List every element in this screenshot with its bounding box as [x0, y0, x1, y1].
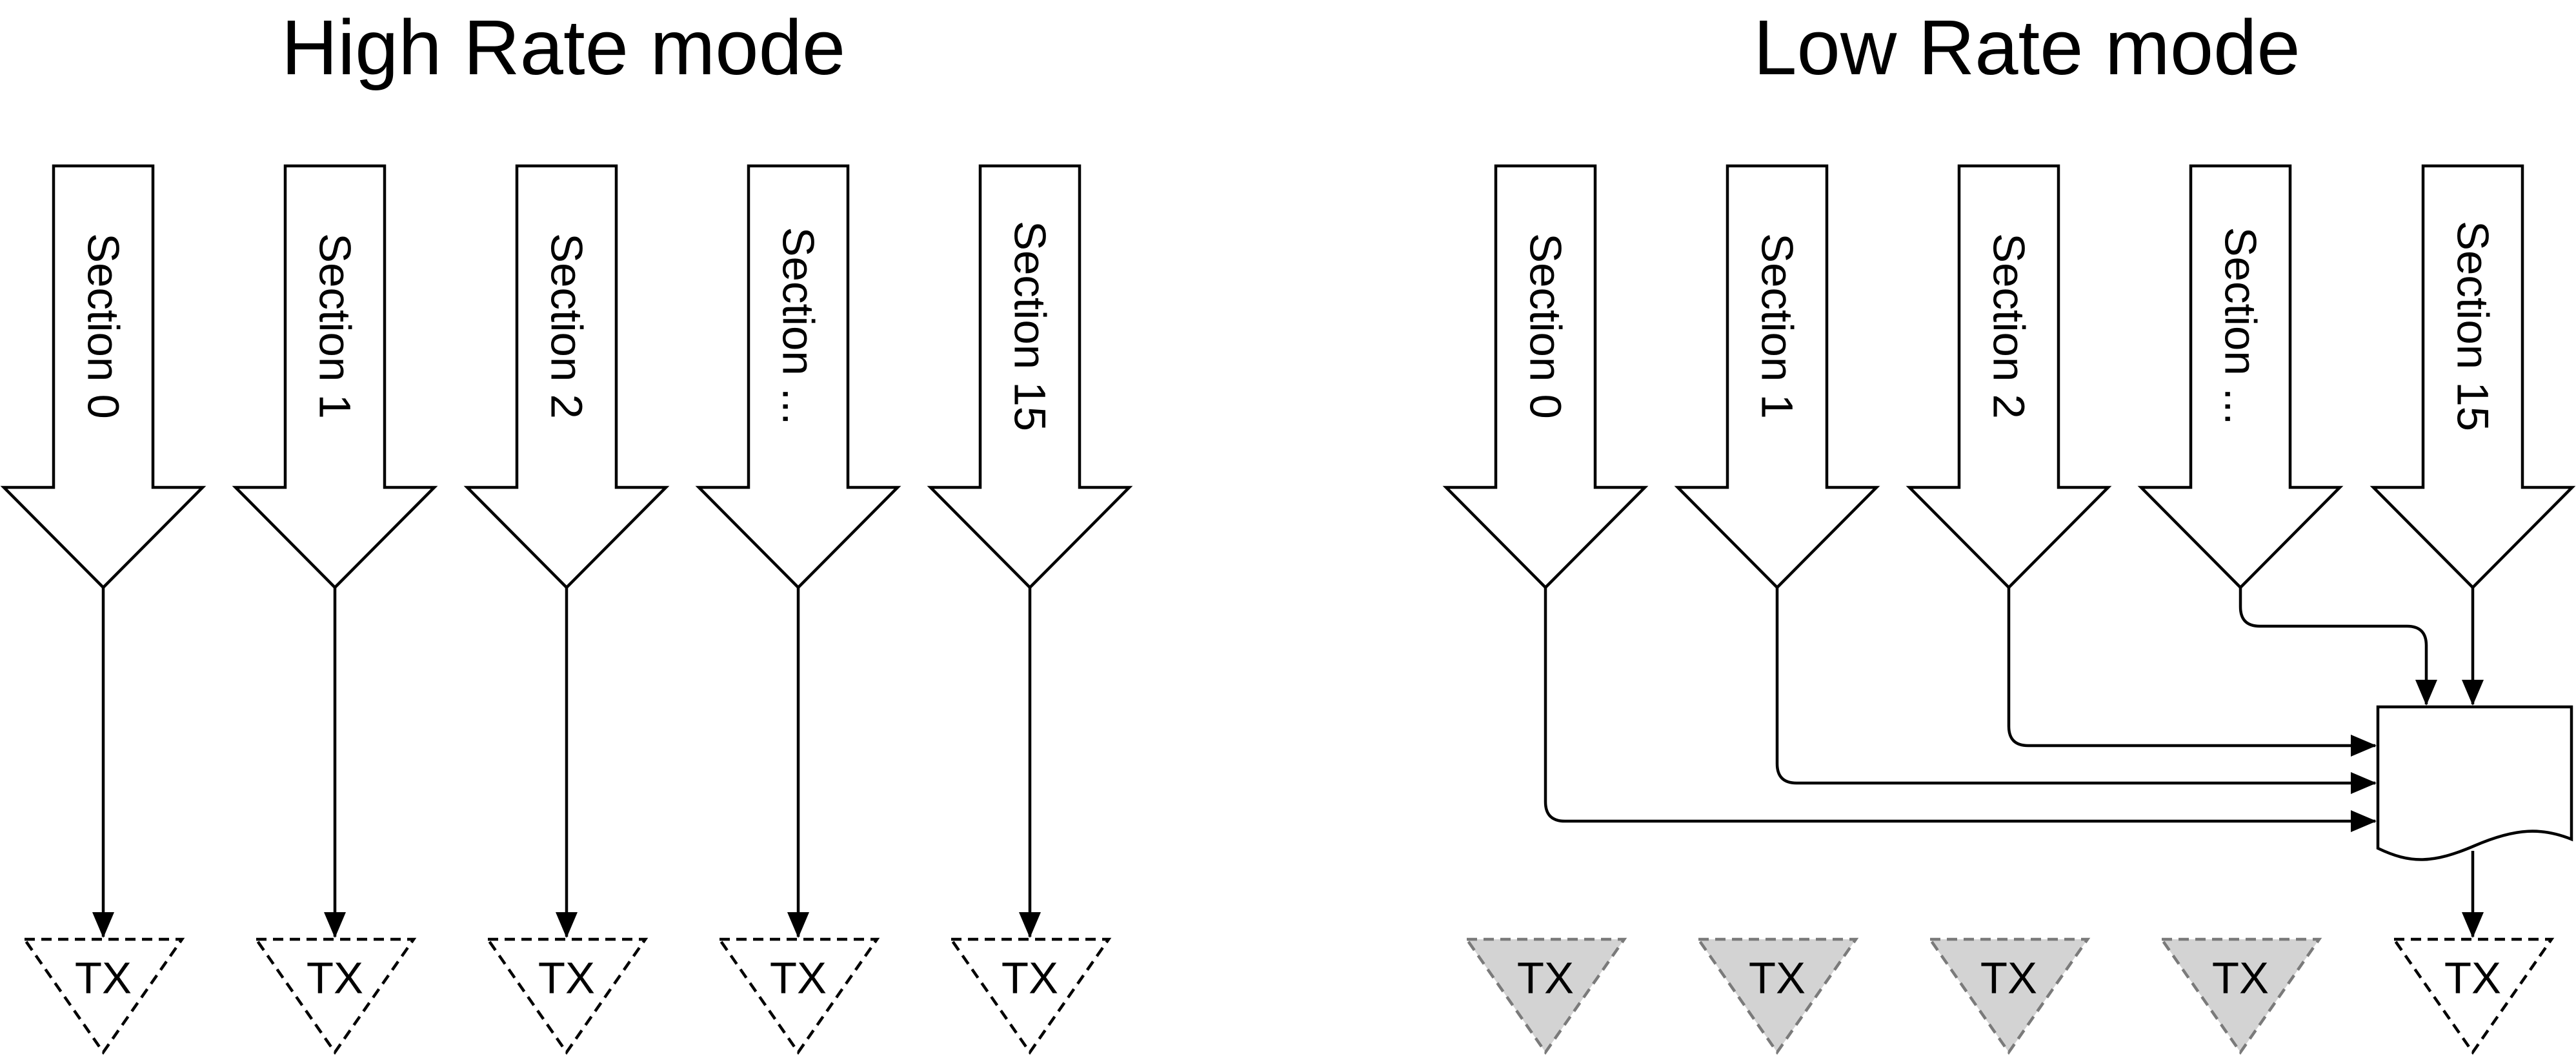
- tx-triangle: [485, 937, 649, 1055]
- connector-arrowhead: [1019, 912, 1041, 938]
- tx-node: TX: [1927, 937, 2091, 1055]
- connector-arrowhead: [324, 912, 346, 938]
- tx-node: TX: [2158, 937, 2322, 1055]
- section-label: Section 0: [1521, 233, 1571, 419]
- section-arrow: Section 1: [1674, 164, 1880, 590]
- tx-label: TX: [1001, 953, 1058, 1003]
- section-label: Section 1: [1753, 233, 1802, 419]
- tx-node: TX: [1464, 937, 1627, 1055]
- tx-triangle: [2158, 937, 2322, 1055]
- connector-line: [2007, 587, 2375, 748]
- tx-label: TX: [75, 953, 132, 1003]
- block-arrow-shape: [463, 164, 670, 590]
- block-arrow-shape: [232, 164, 438, 590]
- panel-1: Section 0 TX Section 1 TX Section 2 TX Section…: [1442, 164, 2576, 1055]
- tx-label: TX: [770, 953, 827, 1003]
- section-arrow: Section ...: [2137, 164, 2344, 590]
- connector-line: [2239, 587, 2428, 704]
- section-label: Section 15: [2448, 221, 2498, 431]
- section-label: Section 2: [1984, 233, 2034, 419]
- document-shape: [2376, 705, 2573, 861]
- tx-node: TX: [948, 937, 1112, 1055]
- section-arrow: Section 2: [1906, 164, 2112, 590]
- tx-node: TX: [21, 937, 185, 1055]
- tx-label: TX: [1517, 953, 1574, 1003]
- section-label: Section ...: [774, 227, 823, 425]
- connector-arrowhead: [2351, 772, 2377, 794]
- block-arrow-shape: [1674, 164, 1880, 590]
- connector-line: [1775, 587, 2375, 785]
- section-label: Section 1: [310, 233, 360, 419]
- connector-arrowhead: [2462, 912, 2484, 938]
- tx-triangle: [253, 937, 417, 1055]
- panel-0: Section 0 TX Section 1 TX Section 2 TX Section…: [0, 164, 1133, 1055]
- tx-node: TX: [253, 937, 417, 1055]
- section-arrow: Section 2: [463, 164, 670, 590]
- section-arrow: Section 0: [0, 164, 206, 590]
- tx-triangle: [1927, 937, 2091, 1055]
- section-arrow: Section 0: [1442, 164, 1649, 590]
- tx-node: TX: [1695, 937, 1859, 1055]
- tx-label: TX: [538, 953, 595, 1003]
- block-arrow-shape: [2370, 164, 2576, 590]
- section-arrow: Section 15: [927, 164, 1133, 590]
- connector-arrowhead: [787, 912, 809, 938]
- tx-triangle: [948, 937, 1112, 1055]
- connector-arrowhead: [556, 912, 578, 938]
- tx-triangle: [716, 937, 880, 1055]
- section-arrow: Section 15: [2370, 164, 2576, 590]
- tx-label: TX: [307, 953, 363, 1003]
- connector-arrowhead: [92, 912, 114, 938]
- section-arrow: Section ...: [695, 164, 901, 590]
- section-label: Section 0: [79, 233, 128, 419]
- section-label: Section 15: [1005, 221, 1055, 431]
- tx-triangle: [21, 937, 185, 1055]
- block-arrow-shape: [0, 164, 206, 590]
- tx-triangle: [2391, 937, 2555, 1055]
- tx-label: TX: [2212, 953, 2269, 1003]
- block-arrow-shape: [927, 164, 1133, 590]
- low-rate-title: Low Rate mode: [1753, 3, 2300, 91]
- tx-label: TX: [2444, 953, 2501, 1003]
- tx-node: TX: [485, 937, 649, 1055]
- high-rate-title: High Rate mode: [281, 3, 845, 91]
- tx-triangle: [1464, 937, 1627, 1055]
- section-arrow: Section 1: [232, 164, 438, 590]
- tx-label: TX: [1749, 953, 1806, 1003]
- connector-arrowhead: [2462, 680, 2484, 706]
- section-label: Section ...: [2216, 227, 2266, 425]
- block-arrow-shape: [1442, 164, 1649, 590]
- connector-arrowhead: [2415, 680, 2437, 706]
- section-label: Section 2: [542, 233, 592, 419]
- tx-node: TX: [2391, 937, 2555, 1055]
- block-arrow-shape: [2137, 164, 2344, 590]
- block-arrow-shape: [695, 164, 901, 590]
- tx-label: TX: [1980, 953, 2037, 1003]
- connector-line: [1544, 587, 2375, 823]
- diagram-content: Section 0 TX Section 1 TX Section 2 TX Section…: [0, 164, 2576, 1055]
- block-arrow-shape: [1906, 164, 2112, 590]
- tx-node: TX: [716, 937, 880, 1055]
- connector-arrowhead: [2351, 810, 2377, 832]
- connector-arrowhead: [2351, 735, 2377, 757]
- tx-triangle: [1695, 937, 1859, 1055]
